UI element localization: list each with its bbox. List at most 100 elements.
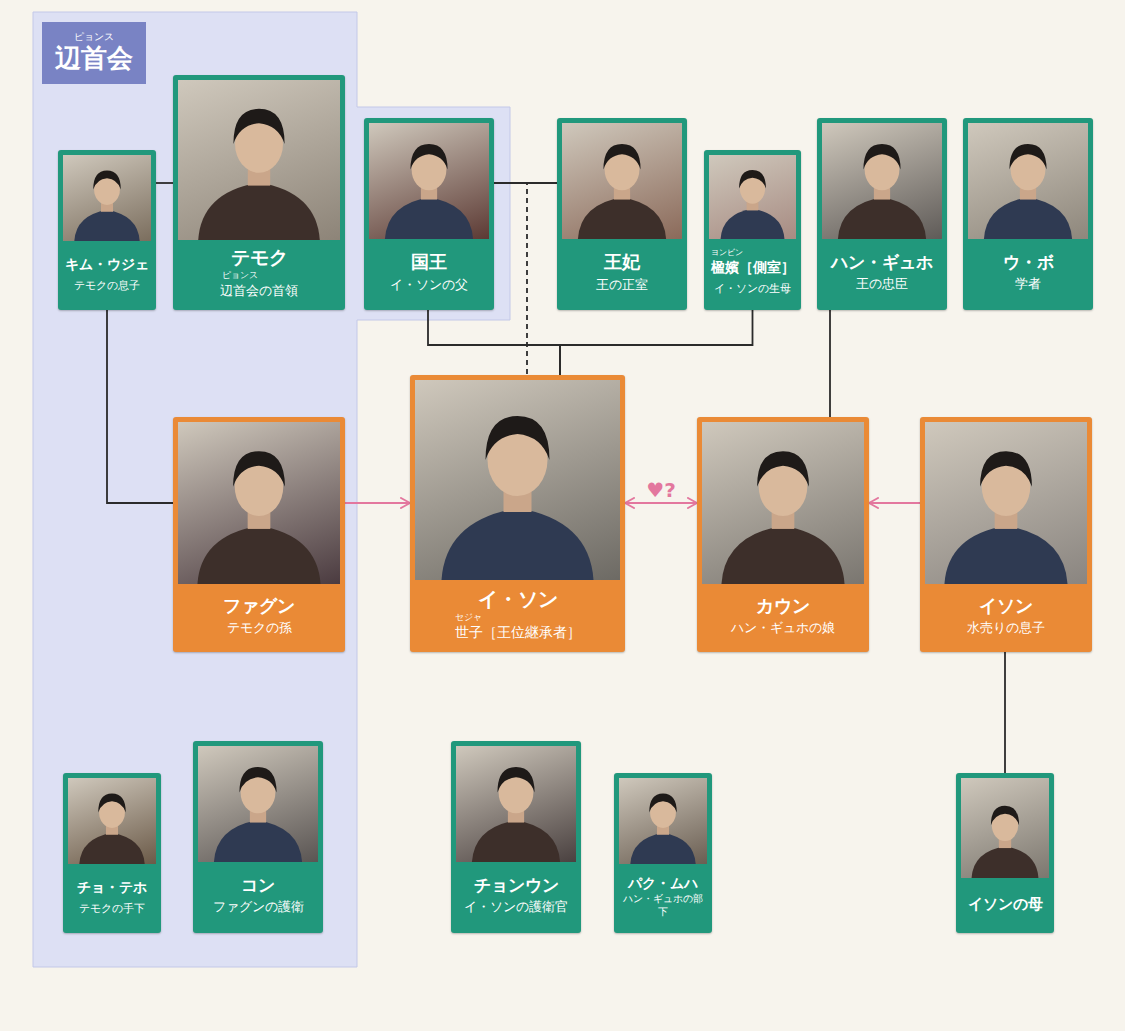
text-row: イ・ソン bbox=[415, 587, 620, 612]
portrait-figure bbox=[925, 422, 1087, 584]
character-name: 王妃 bbox=[604, 251, 640, 272]
character-role: イ・ソンの父 bbox=[390, 277, 468, 292]
portrait-body bbox=[197, 526, 320, 584]
character-role: イ・ソンの護衛官 bbox=[464, 899, 568, 914]
text-wrap: テモク bbox=[231, 246, 288, 270]
portrait-hair bbox=[1009, 144, 1046, 170]
character-name: イソンの母 bbox=[968, 895, 1043, 913]
character-name: ハン・ギュホ bbox=[831, 252, 933, 272]
portrait-body bbox=[578, 197, 666, 239]
portrait-body bbox=[630, 833, 695, 864]
character-card: ウ・ボ学者 bbox=[963, 118, 1093, 310]
text-row: 国王 bbox=[369, 251, 489, 274]
character-card: コンファグンの護衛 bbox=[193, 741, 323, 933]
portrait-figure bbox=[456, 746, 576, 862]
portrait-photo bbox=[369, 123, 489, 239]
portrait-figure bbox=[178, 80, 340, 240]
text-row: ウ・ボ bbox=[968, 252, 1088, 273]
card-caption: コンファグンの護衛 bbox=[198, 862, 318, 928]
character-card: カウンハン・ギュホの娘 bbox=[697, 417, 869, 652]
portrait-figure bbox=[562, 123, 682, 239]
text-row: 学者 bbox=[968, 273, 1088, 293]
ruby-reading: ピョンス bbox=[220, 271, 259, 280]
character-card: イソンの母 bbox=[956, 773, 1054, 933]
text-wrap: 王の正室 bbox=[596, 274, 648, 294]
text-row: テモクの孫 bbox=[178, 617, 340, 637]
portrait-photo bbox=[709, 155, 796, 239]
card-caption: パク・ムハハン・ギュホの部下 bbox=[619, 864, 707, 928]
portrait-photo bbox=[702, 422, 864, 584]
text-wrap: 国王 bbox=[411, 251, 447, 274]
portrait-photo bbox=[178, 422, 340, 584]
text-row: 王妃 bbox=[562, 251, 682, 274]
portrait-photo bbox=[822, 123, 942, 239]
character-role: ハン・ギュホの娘 bbox=[731, 620, 835, 635]
text-wrap: テモクの孫 bbox=[227, 617, 292, 637]
text-row: 楹嬪［側室］ヨンビン bbox=[709, 248, 796, 277]
text-wrap: ハン・ギュホ bbox=[831, 252, 933, 273]
text-wrap: イ・ソンの生母 bbox=[714, 277, 791, 297]
text-row: ハン・ギュホ bbox=[822, 252, 942, 273]
ruby-reading: ピョンス bbox=[55, 32, 133, 42]
text-wrap: 辺首会の首領ピョンス bbox=[220, 280, 298, 300]
portrait-figure bbox=[702, 422, 864, 584]
card-caption: ウ・ボ学者 bbox=[968, 239, 1088, 305]
text-wrap: テモクの息子 bbox=[74, 274, 140, 294]
portrait-hair bbox=[649, 793, 677, 812]
portrait-photo bbox=[178, 80, 340, 240]
portrait-photo bbox=[63, 155, 151, 241]
text-row: テモクの手下 bbox=[68, 897, 156, 917]
portrait-hair bbox=[991, 806, 1019, 825]
relation-line bbox=[156, 182, 173, 184]
character-name: 国王 bbox=[411, 251, 447, 272]
text-row: イソンの母 bbox=[961, 894, 1049, 914]
text-wrap: イ・ソンの護衛官 bbox=[464, 896, 568, 916]
relation-line bbox=[527, 183, 557, 375]
character-name: チョ・テホ bbox=[77, 879, 147, 895]
portrait-figure bbox=[968, 123, 1088, 239]
text-wrap: コン bbox=[241, 875, 275, 896]
character-name: イソン bbox=[979, 595, 1033, 616]
text-row: 王の正室 bbox=[562, 274, 682, 294]
card-caption: テモク辺首会の首領ピョンス bbox=[178, 240, 340, 305]
text-wrap: ハン・ギュホの娘 bbox=[731, 617, 835, 637]
text-wrap: 辺首会ピョンス bbox=[55, 42, 133, 75]
card-caption: イ・ソン世子［王位継承者］セジャ bbox=[415, 580, 620, 647]
portrait-hair bbox=[497, 767, 534, 793]
relation-line bbox=[1004, 652, 1006, 773]
portrait-figure bbox=[619, 778, 707, 864]
text-row: チョ・テホ bbox=[68, 877, 156, 897]
text-row: 世子［王位継承者］セジャ bbox=[415, 612, 620, 642]
card-caption: チョンウンイ・ソンの護衛官 bbox=[456, 862, 576, 928]
portrait-figure bbox=[68, 778, 156, 864]
portrait-figure bbox=[709, 155, 796, 239]
portrait-hair bbox=[98, 793, 126, 812]
character-card: 国王イ・ソンの父 bbox=[364, 118, 494, 310]
relation-line bbox=[560, 310, 753, 375]
character-name: キム・ウジェ bbox=[65, 256, 149, 272]
portrait-photo bbox=[562, 123, 682, 239]
portrait-hair bbox=[410, 144, 447, 170]
character-name: ウ・ボ bbox=[1003, 252, 1054, 272]
card-caption: イソン水売りの息子 bbox=[925, 584, 1087, 647]
card-caption: カウンハン・ギュホの娘 bbox=[702, 584, 864, 647]
character-name: パク・ムハ bbox=[628, 875, 698, 891]
character-card: チョ・テホテモクの手下 bbox=[63, 773, 161, 933]
character-name: カウン bbox=[756, 595, 810, 616]
portrait-photo bbox=[925, 422, 1087, 584]
portrait-photo bbox=[456, 746, 576, 862]
portrait-hair bbox=[757, 451, 809, 487]
text-row: ハン・ギュホの部下 bbox=[619, 893, 707, 919]
portrait-hair bbox=[863, 144, 900, 170]
portrait-figure bbox=[198, 746, 318, 862]
character-role: テモクの手下 bbox=[79, 902, 145, 915]
portrait-body bbox=[984, 197, 1072, 239]
card-caption: ハン・ギュホ王の忠臣 bbox=[822, 239, 942, 305]
character-role: ファグンの護衛 bbox=[213, 899, 304, 914]
portrait-body bbox=[198, 182, 320, 240]
portrait-photo bbox=[415, 380, 620, 580]
character-card: チョンウンイ・ソンの護衛官 bbox=[451, 741, 581, 933]
ruby-reading: ヨンビン bbox=[711, 249, 739, 257]
text-wrap: イ・ソンの父 bbox=[390, 274, 468, 294]
text-wrap: パク・ムハ bbox=[628, 873, 698, 893]
